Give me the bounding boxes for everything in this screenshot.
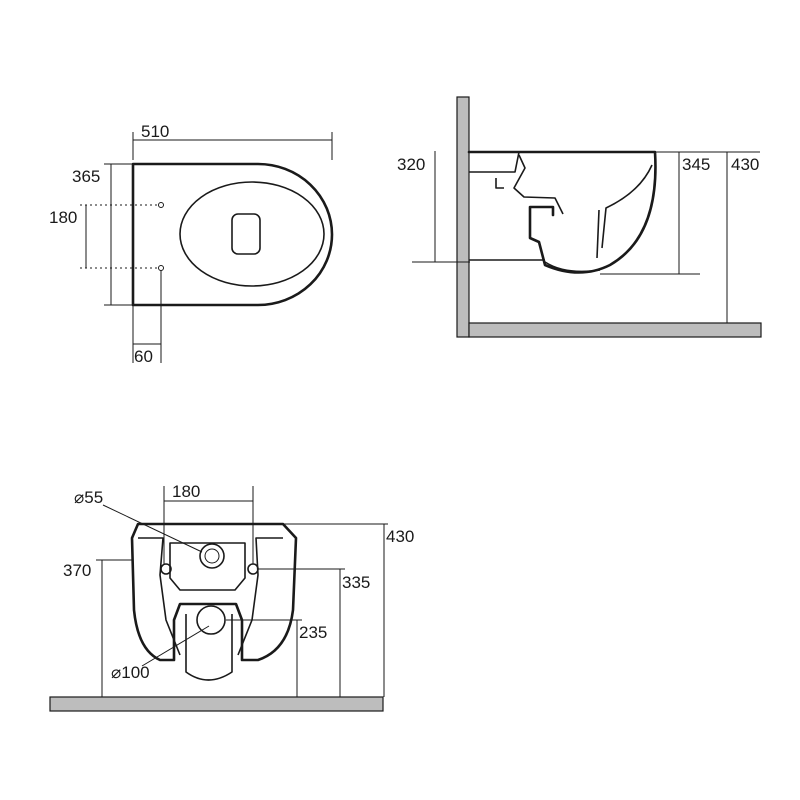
side-view: 320 345 430 (397, 96, 762, 338)
outlet-diameter-label: ⌀100 (111, 663, 150, 682)
flush-outlet (231, 213, 261, 255)
floor (49, 696, 384, 712)
outlet-height-label: 345 (682, 155, 710, 174)
wall (456, 96, 470, 338)
total-height-label: 430 (731, 155, 759, 174)
inner-trap (513, 154, 564, 215)
outlet-spigot (185, 614, 233, 681)
inlet-hole-inner (204, 548, 220, 564)
fixing-hole (160, 563, 172, 575)
bowl-profile (467, 150, 657, 274)
inlet-hole-outer (199, 543, 225, 569)
back-panel (169, 542, 246, 591)
fixing-hole (158, 265, 164, 271)
pan-front-outline (130, 522, 298, 662)
trap-bottom (544, 261, 601, 273)
right-inner-rim (237, 537, 283, 656)
left-inner-rim (138, 537, 181, 656)
inlet-height-label: 320 (397, 155, 425, 174)
inlet-leader (102, 504, 203, 553)
fixing-spacing-label: 180 (49, 208, 77, 227)
top-view: 510 365 180 60 (49, 122, 334, 366)
fixing-hole (158, 202, 164, 208)
depth-label: 365 (72, 167, 100, 186)
left-height-label: 370 (63, 561, 91, 580)
outlet-hole (196, 605, 226, 635)
inlet-diameter-label: ⌀55 (74, 488, 103, 507)
front-total-height-label: 430 (386, 527, 414, 546)
outlet-leader (141, 625, 210, 667)
floor (468, 322, 762, 338)
fixing-hole (247, 563, 259, 575)
bowl-opening (179, 181, 325, 287)
inner-rim-line (596, 209, 600, 259)
front-view: 180 ⌀55 ⌀100 370 430 335 (49, 482, 414, 712)
inner-bowl-line (601, 164, 653, 249)
seat-top (469, 151, 520, 173)
fixing-height-label: 335 (342, 573, 370, 592)
outlet-height-label: 235 (299, 623, 327, 642)
fixing-offset-label: 60 (134, 347, 153, 366)
width-label: 510 (141, 122, 169, 141)
front-fixing-spacing-label: 180 (172, 482, 200, 501)
bowl-outline (131, 162, 334, 307)
inlet-pipe (495, 178, 504, 189)
